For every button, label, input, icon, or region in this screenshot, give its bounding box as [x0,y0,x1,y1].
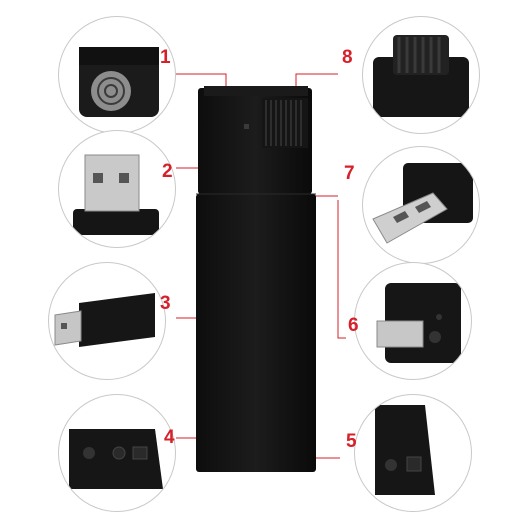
callout-number-3: 3 [160,293,171,314]
leader-line-6 [337,200,346,339]
usb-plug-side-image [372,163,473,244]
inset-circle-4 [58,394,176,512]
callout-number-2: 2 [162,161,173,182]
inset-circle-5 [354,394,472,512]
lighter-top-coil-image [79,47,159,117]
inset-circle-3 [48,262,166,380]
callout-number-1: 1 [160,47,171,68]
callout-number-7: 7 [344,163,355,184]
callout-number-5: 5 [346,431,357,452]
bottom-port-image [69,429,163,489]
usb-bottom-view-image [376,283,461,363]
inset-circle-7 [362,146,480,264]
usb-plug-up-image [73,154,159,235]
ribbed-switch [262,98,308,148]
usb-side-view-image [54,293,155,347]
inset-circle-2 [58,130,176,248]
inset-circle-8 [362,16,480,134]
bottom-corner-image [375,405,435,495]
ribbed-button-image [373,35,469,117]
callout-number-8: 8 [342,47,353,68]
inset-circle-6 [354,262,472,380]
callout-number-6: 6 [348,315,359,336]
callout-number-4: 4 [164,427,175,448]
inset-circle-1 [58,16,176,134]
